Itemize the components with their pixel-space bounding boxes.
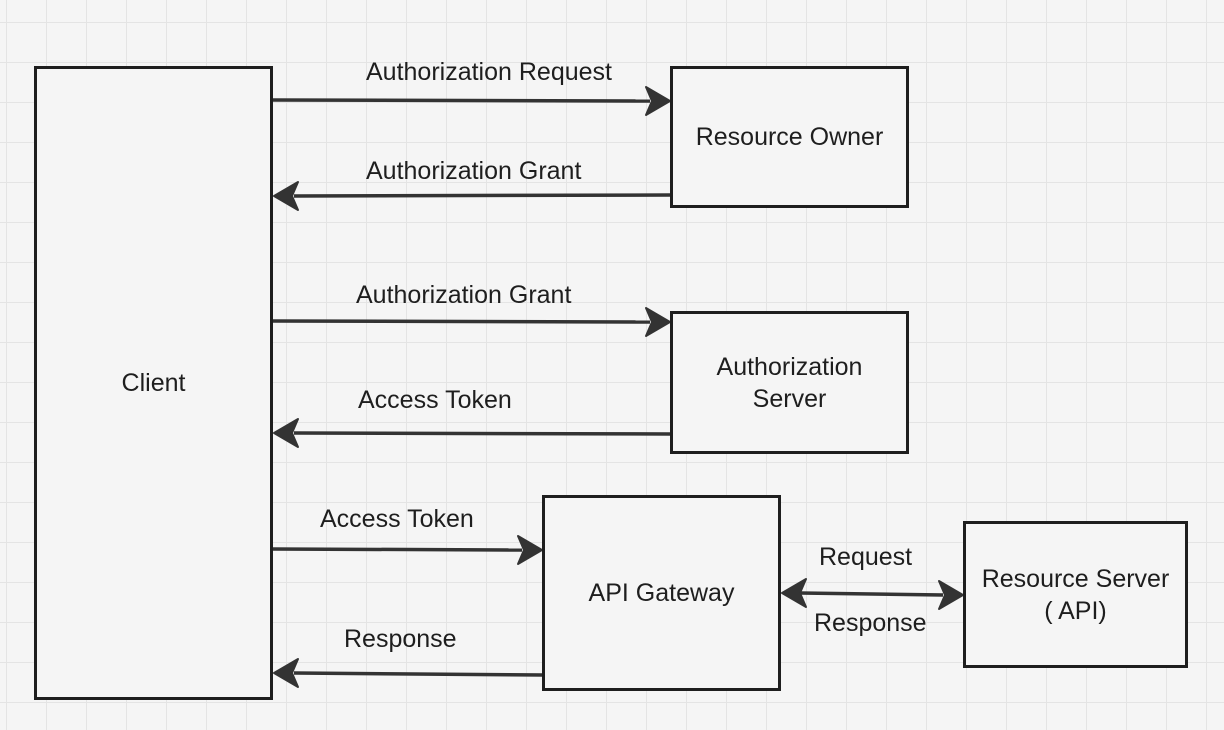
edge-label-access-token-return: Access Token [358, 386, 512, 414]
arrowhead-authorization-server [645, 307, 671, 337]
edge-label-authorization-grant-return: Authorization Grant [366, 157, 582, 185]
arrowhead-client-response [273, 658, 299, 688]
resource-server-node: Resource Server ( API) [963, 521, 1188, 668]
edge-label-access-token-send: Access Token [320, 505, 474, 533]
edge-label-request-to-resource-server: Request [819, 543, 913, 571]
arrowhead-client-token [273, 418, 299, 448]
resource-owner-node: Resource Owner [670, 66, 909, 208]
edge-label-response-from-resource-server: Response [814, 609, 927, 637]
arrowhead-resource-server-side [938, 580, 964, 610]
arrowhead-resource-owner [645, 86, 671, 116]
arrow-gateway-resource-server-bidirectional [799, 591, 944, 597]
arrow-client-to-authorization-server [271, 319, 651, 324]
arrowhead-client-grant [273, 181, 299, 211]
arrow-api-gateway-to-client [293, 671, 544, 677]
edge-label-authorization-grant-send: Authorization Grant [356, 281, 572, 309]
api-gateway-node: API Gateway [542, 495, 781, 691]
client-node: Client [34, 66, 273, 700]
arrow-client-to-resource-owner [271, 98, 651, 103]
arrow-authorization-server-to-client [293, 431, 672, 436]
edge-label-response-to-client: Response [344, 625, 457, 653]
edge-label-authorization-request: Authorization Request [366, 58, 612, 86]
arrow-client-to-api-gateway [271, 547, 523, 552]
arrowhead-gateway-side [781, 578, 807, 608]
authorization-server-node: Authorization Server [670, 311, 909, 454]
arrowhead-api-gateway [517, 535, 543, 565]
arrow-resource-owner-to-client [293, 193, 672, 198]
